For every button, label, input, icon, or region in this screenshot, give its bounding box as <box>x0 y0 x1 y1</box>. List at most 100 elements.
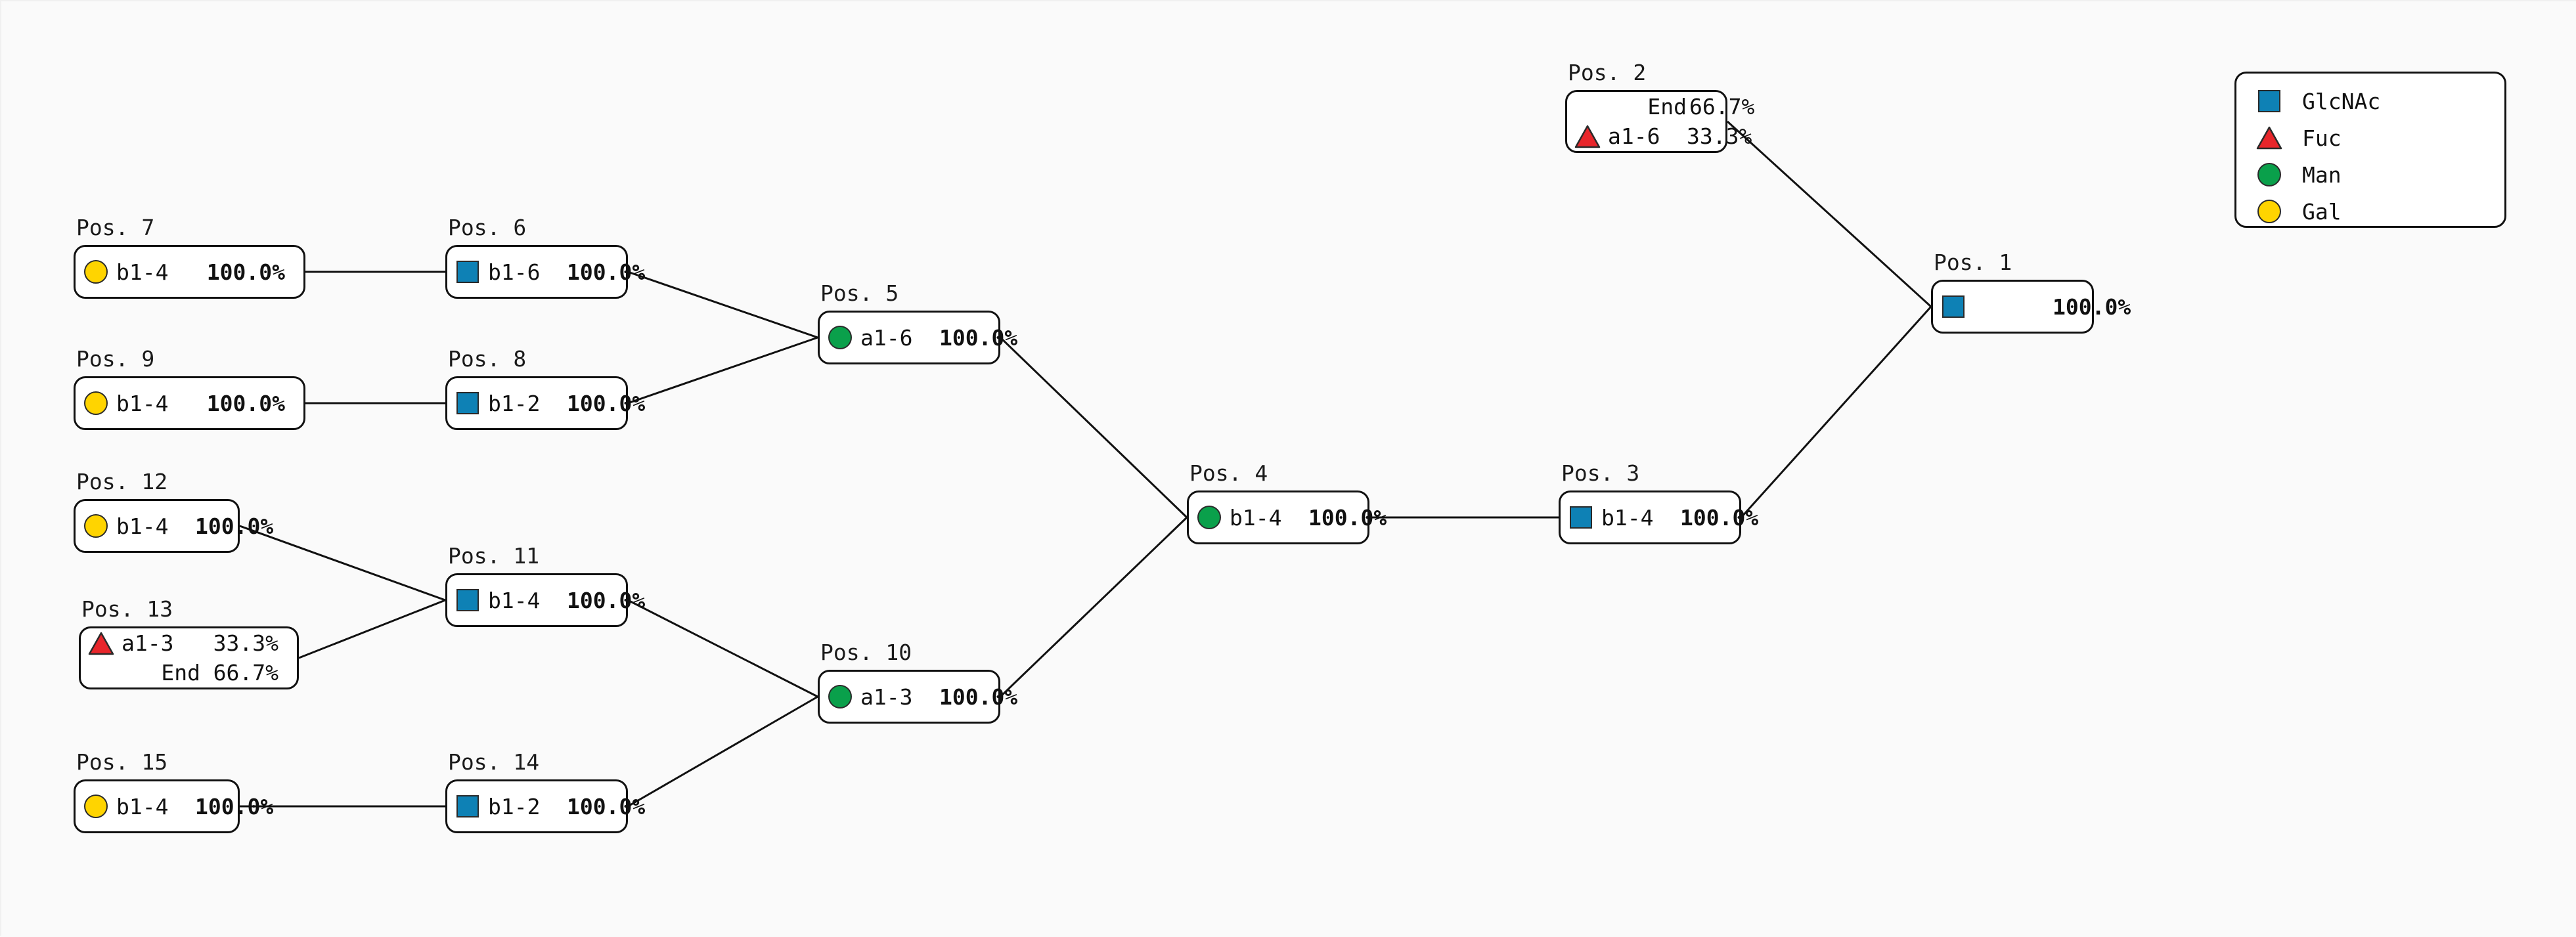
node-row: b1-6 100.0% <box>447 255 645 288</box>
node-icon-cell <box>447 795 488 817</box>
node-position-label: Pos. 2 <box>1568 60 1647 85</box>
glcnac-square-icon <box>456 392 479 414</box>
node-linkage-text: a1-3 <box>122 630 174 656</box>
node-percent-value: 100.0% <box>1308 504 1387 531</box>
node-percent-value: 100.0% <box>939 684 1018 710</box>
node-linkage-text: End <box>1647 94 1687 120</box>
node-linkage-text: b1-4 <box>1601 504 1654 531</box>
node-icon-cell <box>1933 295 1974 318</box>
glcnac-square-icon <box>1570 506 1592 529</box>
legend-label: Gal <box>2302 198 2342 225</box>
legend-row-man: Man <box>2236 156 2504 193</box>
node-icon-cell <box>1189 506 1230 529</box>
gal-circle-icon <box>84 514 108 538</box>
node-box[interactable]: 100.0% <box>1931 280 2131 334</box>
gal-circle-icon <box>84 260 108 284</box>
glcnac-square-icon <box>1942 295 1965 318</box>
fuc-triangle-icon <box>88 632 114 655</box>
node-percent-value: 100.0% <box>567 259 646 285</box>
node-linkage-text: End <box>161 660 200 686</box>
glcnac-square-icon <box>456 589 479 611</box>
legend-label: Fuc <box>2302 125 2342 151</box>
edge-pos11-to-pos10 <box>627 599 818 698</box>
man-circle-icon <box>828 326 852 349</box>
node-linkage-text: b1-4 <box>116 259 169 285</box>
edge-pos5-to-pos4 <box>999 336 1188 519</box>
node-linkage-text: b1-2 <box>488 793 541 819</box>
fuc-triangle-icon <box>1574 125 1601 148</box>
node-icon-cell <box>76 260 116 284</box>
node-percent-value: 100.0% <box>567 390 646 416</box>
node-box[interactable]: b1-6 100.0% <box>445 245 645 299</box>
node-position-label: Pos. 8 <box>448 346 527 372</box>
node-icon-cell <box>76 795 116 818</box>
node-percent-value: 33.3% <box>1687 123 1752 149</box>
node-percent-value: 100.0% <box>2053 294 2131 320</box>
node-icon-cell <box>820 685 860 708</box>
node-row: a1-3 33.3% <box>81 628 297 658</box>
node-percent-value: 66.7% <box>1689 94 1755 120</box>
node-linkage-text: b1-4 <box>488 587 541 613</box>
glcnac-square-icon <box>456 261 479 283</box>
node-linkage-text: b1-6 <box>488 259 541 285</box>
node-position-label: Pos. 14 <box>448 749 540 775</box>
glcnac-square-icon <box>2236 90 2302 112</box>
node-icon-cell <box>76 514 116 538</box>
node-position-label: Pos. 7 <box>76 215 155 240</box>
gal-circle-icon <box>2257 200 2281 223</box>
node-position-label: Pos. 5 <box>820 280 899 306</box>
node-position-label: Pos. 15 <box>76 749 168 775</box>
node-position-label: Pos. 11 <box>448 543 540 569</box>
node-icon-cell <box>447 261 488 283</box>
node-linkage-text: a1-6 <box>1608 123 1660 149</box>
man-circle-icon <box>2236 163 2302 186</box>
node-position-label: Pos. 6 <box>448 215 527 240</box>
man-circle-icon <box>1197 506 1221 529</box>
gal-circle-icon <box>2236 200 2302 223</box>
node-linkage-text: b1-4 <box>116 390 169 416</box>
node-percent-value: 100.0% <box>939 324 1018 351</box>
legend-row-gal: Gal <box>2236 193 2504 230</box>
node-percent-value: 33.3% <box>213 630 278 656</box>
legend-label: GlcNAc <box>2302 88 2381 114</box>
glycan-node-pos6[interactable]: Pos. 6 b1-6 100.0% <box>445 215 645 299</box>
node-linkage-text: b1-4 <box>116 793 169 819</box>
